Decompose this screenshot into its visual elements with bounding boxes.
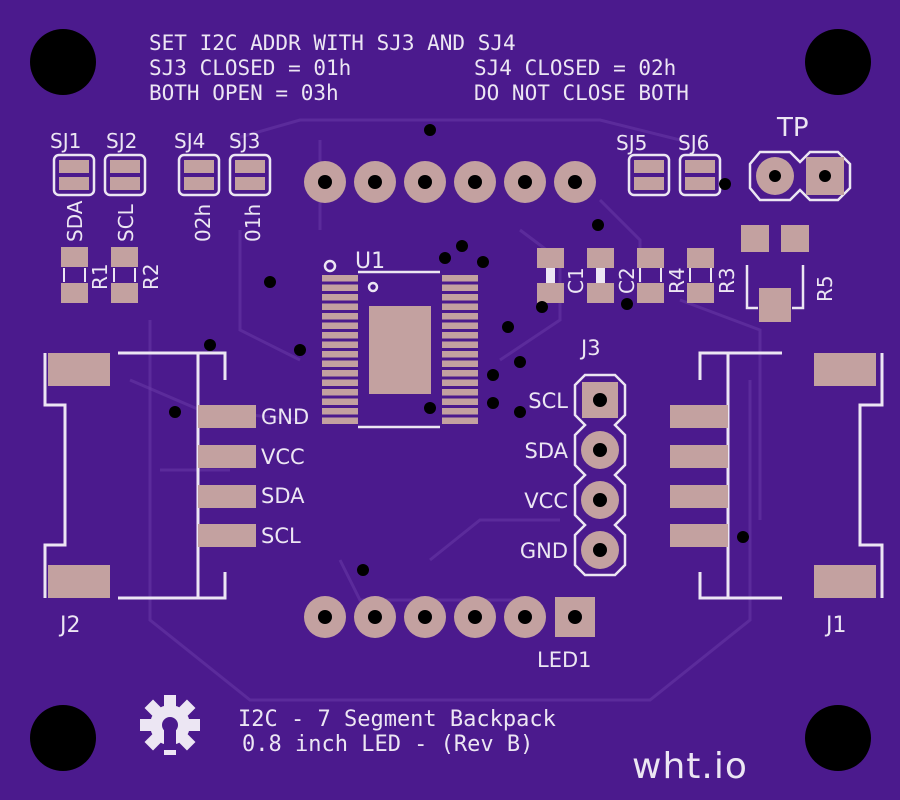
u1-pin	[442, 389, 478, 396]
u1-pin	[322, 332, 358, 339]
jumper-sj4: SJ4 02h	[174, 129, 221, 242]
capacitor-c1: C1	[537, 248, 588, 303]
jumper-sj5: SJ5	[616, 131, 671, 197]
u1-pin	[322, 313, 358, 320]
u1-pin	[322, 284, 358, 291]
j2-pin-vcc: VCC	[261, 445, 305, 469]
u1-pin	[442, 284, 478, 291]
r1-label: R1	[88, 263, 112, 290]
u1-pin	[322, 294, 358, 301]
u1-pin	[442, 313, 478, 320]
mounting-hole	[30, 29, 96, 95]
led1-header: LED1	[304, 596, 595, 672]
u1-pin	[322, 379, 358, 386]
u1-pin	[442, 275, 478, 282]
u1-pin	[442, 332, 478, 339]
j3-pin-scl: SCL	[528, 389, 568, 413]
u1-pin	[322, 341, 358, 348]
u1-pin	[442, 341, 478, 348]
sj5-label: SJ5	[616, 131, 647, 155]
resistor-r1: R1	[61, 247, 112, 303]
u1-pin	[442, 417, 478, 424]
c2-label: C2	[615, 267, 639, 294]
u1-pin	[322, 370, 358, 377]
u1-pin	[322, 408, 358, 415]
resistor-r5: R5	[741, 225, 837, 322]
j2-pin-scl: SCL	[261, 524, 301, 548]
connector-j1: J1	[670, 351, 884, 638]
j1-label: J1	[824, 613, 847, 638]
sj3-label: SJ3	[229, 129, 260, 153]
jumper-sj2: SJ2 SCL	[103, 129, 147, 242]
u1-pin	[442, 303, 478, 310]
u1-pin	[442, 408, 478, 415]
jumper-sj3: SJ3 01h	[228, 129, 272, 242]
j2-label: J2	[58, 613, 81, 638]
connector-j2: GND VCC SDA SCL J2	[43, 351, 309, 638]
vias	[169, 124, 749, 576]
u1-pin	[322, 360, 358, 367]
footer-subtitle: 0.8 inch LED - (Rev B)	[242, 732, 533, 757]
sj4-label: SJ4	[174, 129, 205, 153]
sj1-label: SJ1	[50, 129, 81, 153]
c1-label: C1	[564, 267, 588, 294]
r5-label: R5	[813, 275, 837, 302]
r3-label: R3	[715, 267, 739, 294]
u1-pin	[442, 351, 478, 358]
footer-title: I2C - 7 Segment Backpack	[238, 707, 556, 732]
j3-pin-sda: SDA	[525, 439, 569, 463]
jumper-sj1: SJ1 SDA	[50, 129, 96, 242]
resistor-r2: R2	[111, 247, 163, 303]
mounting-hole	[30, 705, 96, 771]
j3-pin-vcc: VCC	[524, 489, 568, 513]
gear-logo-icon	[140, 695, 200, 755]
sj6-label: SJ6	[678, 131, 709, 155]
j2-pin-gnd: GND	[261, 405, 309, 429]
u1-label: U1	[355, 249, 385, 274]
capacitor-c2: C2	[587, 248, 639, 303]
u1-pin	[442, 360, 478, 367]
chip-u1: U1	[322, 249, 478, 429]
u1-pin	[322, 275, 358, 282]
jumper-sj6: SJ6	[678, 131, 722, 197]
u1-pin	[442, 379, 478, 386]
sj3-sub-label: 01h	[241, 204, 265, 242]
resistor-r4: R4	[637, 248, 689, 303]
note-line3-left: BOTH OPEN = 03h	[149, 81, 339, 105]
note-line2-right: SJ4 CLOSED = 02h	[474, 56, 676, 80]
test-point-tp: TP	[748, 113, 852, 202]
u1-pin	[322, 351, 358, 358]
u1-pin	[322, 417, 358, 424]
header-j3: J3 SCL SDA VCC GND	[520, 336, 627, 577]
sj4-sub-label: 02h	[191, 204, 215, 242]
u1-pin	[322, 389, 358, 396]
sj2-sub-label: SCL	[114, 203, 138, 242]
note-line2-left: SJ3 CLOSED = 01h	[149, 56, 351, 80]
u1-pin	[442, 294, 478, 301]
led-top-header	[304, 161, 596, 203]
u1-pin	[442, 322, 478, 329]
u1-pin	[442, 398, 478, 405]
j3-pin-gnd: GND	[520, 539, 568, 563]
u1-pin	[322, 398, 358, 405]
tp-label: TP	[776, 113, 809, 143]
mounting-hole	[805, 29, 871, 95]
resistor-r3: R3	[687, 248, 739, 303]
u1-pin	[322, 303, 358, 310]
sj2-label: SJ2	[106, 129, 137, 153]
note-line3-right: DO NOT CLOSE BOTH	[474, 81, 689, 105]
j3-label: J3	[579, 336, 601, 360]
u1-pin	[442, 370, 478, 377]
led1-label: LED1	[537, 648, 592, 672]
r4-label: R4	[665, 267, 689, 294]
j2-pin-sda: SDA	[261, 484, 305, 508]
u1-pin	[322, 322, 358, 329]
brand-logo: wht.io	[632, 746, 748, 787]
note-line1: SET I2C ADDR WITH SJ3 AND SJ4	[149, 31, 516, 55]
r2-label: R2	[139, 263, 163, 290]
mounting-hole	[805, 705, 871, 771]
sj1-sub-label: SDA	[63, 200, 87, 242]
